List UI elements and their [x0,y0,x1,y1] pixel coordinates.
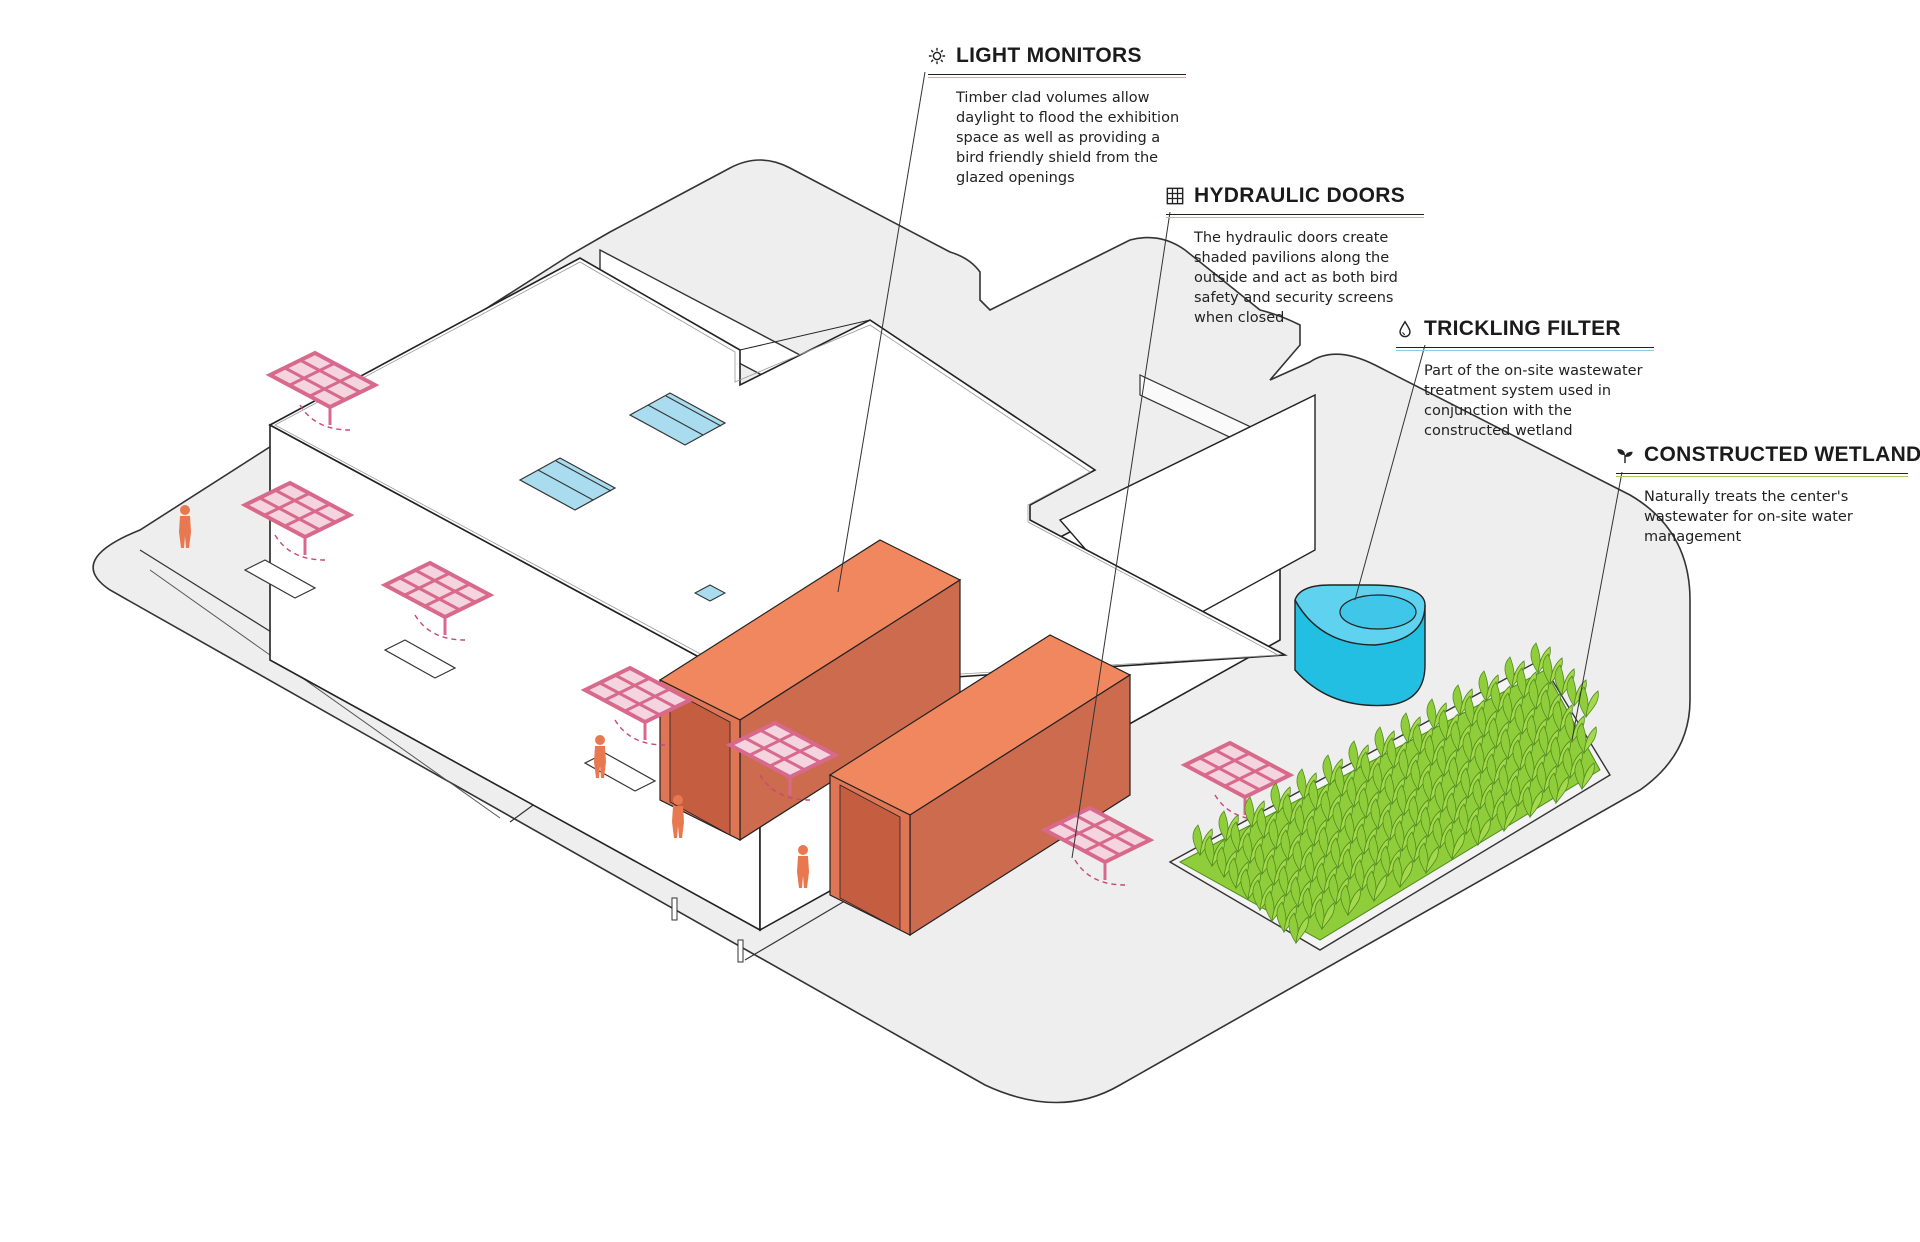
callout-title: LIGHT MONITORS [956,44,1142,67]
leader-line-constructed-wetland [1571,471,1623,741]
wetland-plant [1496,800,1517,833]
wetland-plant [1242,832,1263,865]
callout-rule [1396,347,1654,351]
hydraulic-door [1040,805,1155,886]
callout-title: CONSTRUCTED WETLAND [1644,443,1920,466]
callout-title: HYDRAULIC DOORS [1194,184,1406,207]
grid-icon [1166,187,1184,205]
hydraulic-door [1180,740,1295,821]
callout-light-monitors: LIGHT MONITORS Timber clad volumes allow… [928,44,1186,188]
callout-header: HYDRAULIC DOORS [1166,184,1424,214]
callout-header: LIGHT MONITORS [928,44,1186,74]
plaza-edge [744,891,861,961]
callout-body: Naturally treats the center's wastewater… [1644,489,1853,545]
callout-title: TRICKLING FILTER [1424,317,1621,340]
wetland-plant [1418,842,1439,875]
bollard [737,939,744,963]
person-figure [672,795,684,838]
callout-constructed-wetland: CONSTRUCTED WETLAND Naturally treats the… [1616,443,1920,547]
wetland-plant [1340,884,1361,917]
wetland-plant [1426,698,1447,731]
roof-parapet [579,257,1096,471]
wetland-plant [1470,814,1491,847]
hydraulic-door [265,350,380,431]
wetland-plant [1314,898,1335,931]
callout-body: Timber clad volumes allow daylight to fl… [956,90,1180,186]
water-drop-icon [1399,320,1411,338]
hydraulic-door [380,560,495,641]
callout-body: Part of the on-site wastewater treatment… [1424,363,1643,439]
callout-hydraulic-doors: HYDRAULIC DOORS The hydraulic doors crea… [1166,184,1424,328]
callout-rule [1616,473,1908,477]
wetland-plant [1288,912,1309,945]
person-figure [179,505,191,548]
wetland-plant [1366,870,1387,903]
callout-body: The hydraulic doors create shaded pavili… [1194,230,1398,326]
sun-icon [928,47,946,65]
callout-header: TRICKLING FILTER [1396,317,1654,347]
wetland-plant [1578,686,1599,719]
bollard [671,897,678,921]
path-edge [149,569,501,819]
leader-line-trickling-filter [1354,344,1426,601]
hydraulic-door [725,720,840,801]
skylight [518,457,617,511]
hydraulic-door [240,480,355,561]
callout-rule [1166,214,1424,218]
skylight [628,392,727,446]
trickling-filter-tank [1294,584,1426,707]
person-figure [594,735,606,778]
bench [243,559,317,599]
wetland-plant [1522,786,1543,819]
hydraulic-door [580,665,695,746]
person-figure [797,845,809,888]
wetland-plant [1392,856,1413,889]
leader-line-light-monitors [837,71,926,593]
bench [383,639,457,679]
sprout-icon [1617,449,1633,464]
callout-header: CONSTRUCTED WETLAND [1616,443,1920,473]
skylight [693,584,727,602]
wetland-plant [1574,758,1595,791]
light-monitor [828,634,1132,937]
callout-trickling-filter: TRICKLING FILTER Part of the on-site was… [1396,317,1654,441]
wetland-plant [1192,824,1213,857]
wetland-plant [1548,772,1569,805]
callout-rule [928,74,1186,78]
leader-line-hydraulic-doors [1071,211,1171,859]
wetland-plant [1444,828,1465,861]
wetland-plant [1576,722,1597,755]
